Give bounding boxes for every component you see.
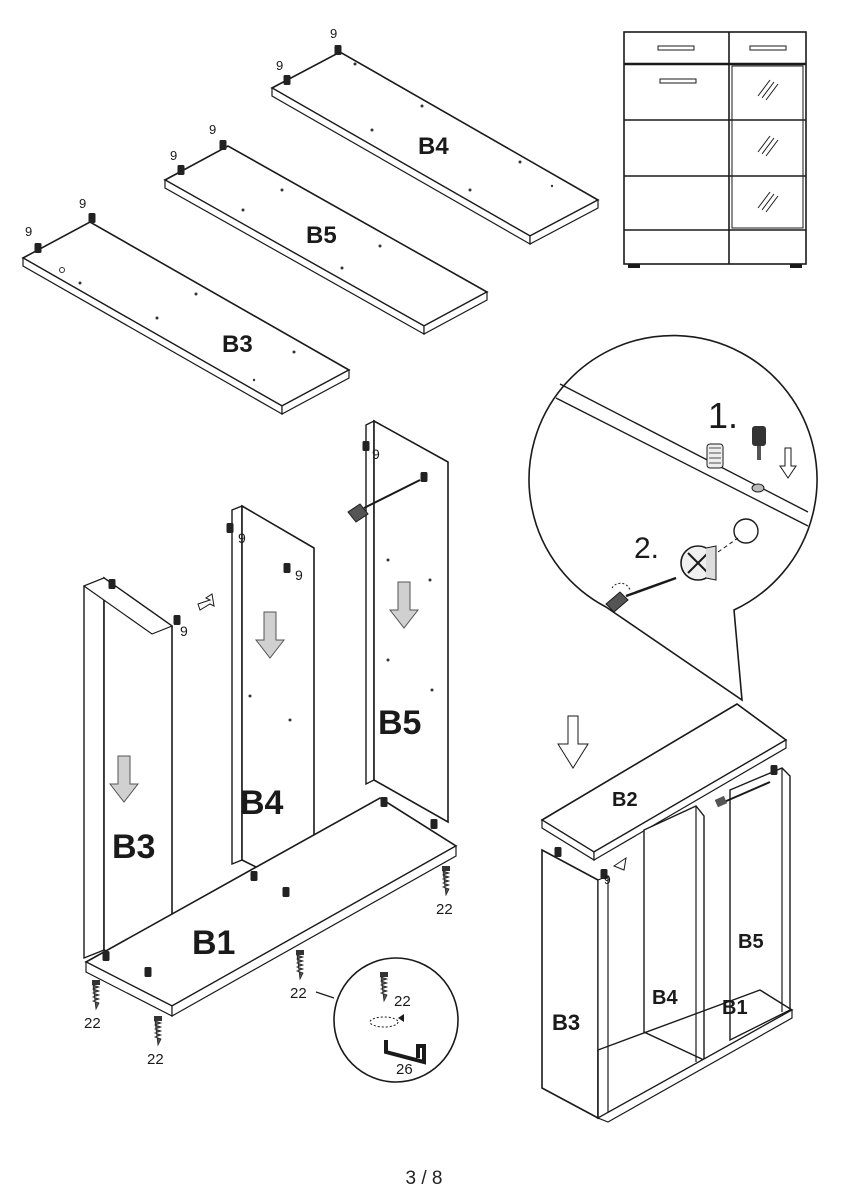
panel-label-b1-base: B1 <box>192 924 235 962</box>
dowel-icon <box>706 443 724 469</box>
dowel-number: 9 <box>25 224 32 239</box>
panel-label-b3-side: B3 <box>112 828 155 866</box>
foot-number: 22 <box>394 993 411 1010</box>
finished-cabinet-thumbnail <box>623 31 807 268</box>
dowel-icon <box>283 563 291 573</box>
foot-number: 22 <box>436 901 453 918</box>
assembled-carcass: B2 9 B3 B4 B5 B1 <box>540 703 794 1123</box>
panel-label-b3-flat: B3 <box>222 331 253 358</box>
foot-number: 22 <box>147 1051 164 1068</box>
panel-label-b1-assembled: B1 <box>722 997 748 1019</box>
page-number: 3 / 8 <box>405 1168 443 1189</box>
screwdriver-icon <box>714 781 771 808</box>
dowel-number: 9 <box>79 196 86 211</box>
arrow-down-icon <box>557 715 589 769</box>
screwdriver-icon <box>347 479 421 523</box>
cam-screw-icon <box>752 426 766 460</box>
foot-number: 22 <box>290 985 307 1002</box>
dowel-icon <box>226 523 234 533</box>
panel-b4-flat: 9 9 B4 <box>270 26 600 246</box>
cam-lock-detail: 1. 2. <box>528 334 818 702</box>
step-number: 1. <box>708 395 738 436</box>
dowel-number: 9 <box>372 446 380 462</box>
dowel-icon <box>34 243 42 253</box>
panel-label-b2: B2 <box>612 789 638 811</box>
panel-b3-side: 9 B3 <box>82 576 215 982</box>
panel-label-b5-side: B5 <box>378 704 421 742</box>
panel-label-b3-assembled: B3 <box>552 1010 580 1035</box>
panel-label-b5-flat: B5 <box>306 222 337 249</box>
dowel-icon <box>283 75 291 85</box>
step-number: 2. <box>634 532 659 565</box>
dowel-number: 9 <box>330 26 337 41</box>
dowel-number: 9 <box>604 873 611 887</box>
dowel-icon <box>219 140 227 150</box>
foot-detail: 22 26 <box>315 957 459 1083</box>
dowel-number: 9 <box>238 530 246 546</box>
panel-label-b4-side: B4 <box>240 784 284 822</box>
dowel-number: 9 <box>295 567 303 583</box>
panel-b1-base: B1 <box>84 797 458 1018</box>
panel-b4-side: 9 9 B4 <box>226 504 315 898</box>
panel-label-b4-assembled: B4 <box>652 987 678 1009</box>
screw-icon <box>295 949 305 980</box>
screwdriver-icon <box>605 576 677 613</box>
dowel-icon <box>380 797 388 807</box>
screw-icon <box>441 865 451 896</box>
dowel-icon <box>102 951 110 961</box>
dowel-icon <box>144 967 152 977</box>
panel-b5-flat: 9 9 B5 <box>163 122 489 336</box>
arrow-down-icon <box>779 447 797 479</box>
cam-hole-icon <box>733 518 759 544</box>
panel-b5-side: 9 B5 <box>347 419 449 824</box>
screw-icon <box>91 979 101 1010</box>
panel-label-b5-assembled: B5 <box>738 931 764 953</box>
arrow-icon <box>197 593 215 611</box>
foot-screw-group: 22 22 22 22 <box>84 865 453 1068</box>
dowel-number: 9 <box>170 148 177 163</box>
dowel-icon <box>108 579 116 589</box>
dowel-icon <box>554 847 562 857</box>
dowel-icon <box>362 441 370 451</box>
screw-icon <box>153 1015 163 1046</box>
dowel-icon <box>334 45 342 55</box>
dowel-number: 9 <box>276 58 283 73</box>
dowel-number: 9 <box>180 623 188 639</box>
dowel-icon <box>177 165 185 175</box>
foot-number: 22 <box>84 1015 101 1032</box>
dowel-icon <box>282 887 290 897</box>
dowel-icon <box>420 472 428 482</box>
cam-lock-icon <box>680 545 717 581</box>
allen-key-icon <box>384 1040 426 1065</box>
dowel-icon <box>88 213 96 223</box>
dowel-number: 9 <box>209 122 216 137</box>
panel-label-b4-flat: B4 <box>418 133 449 160</box>
key-number: 26 <box>396 1061 413 1078</box>
dowel-icon <box>770 765 778 775</box>
dowel-icon <box>430 819 438 829</box>
panel-b3-flat: 9 9 B3 <box>21 196 351 416</box>
dowel-icon <box>250 871 258 881</box>
